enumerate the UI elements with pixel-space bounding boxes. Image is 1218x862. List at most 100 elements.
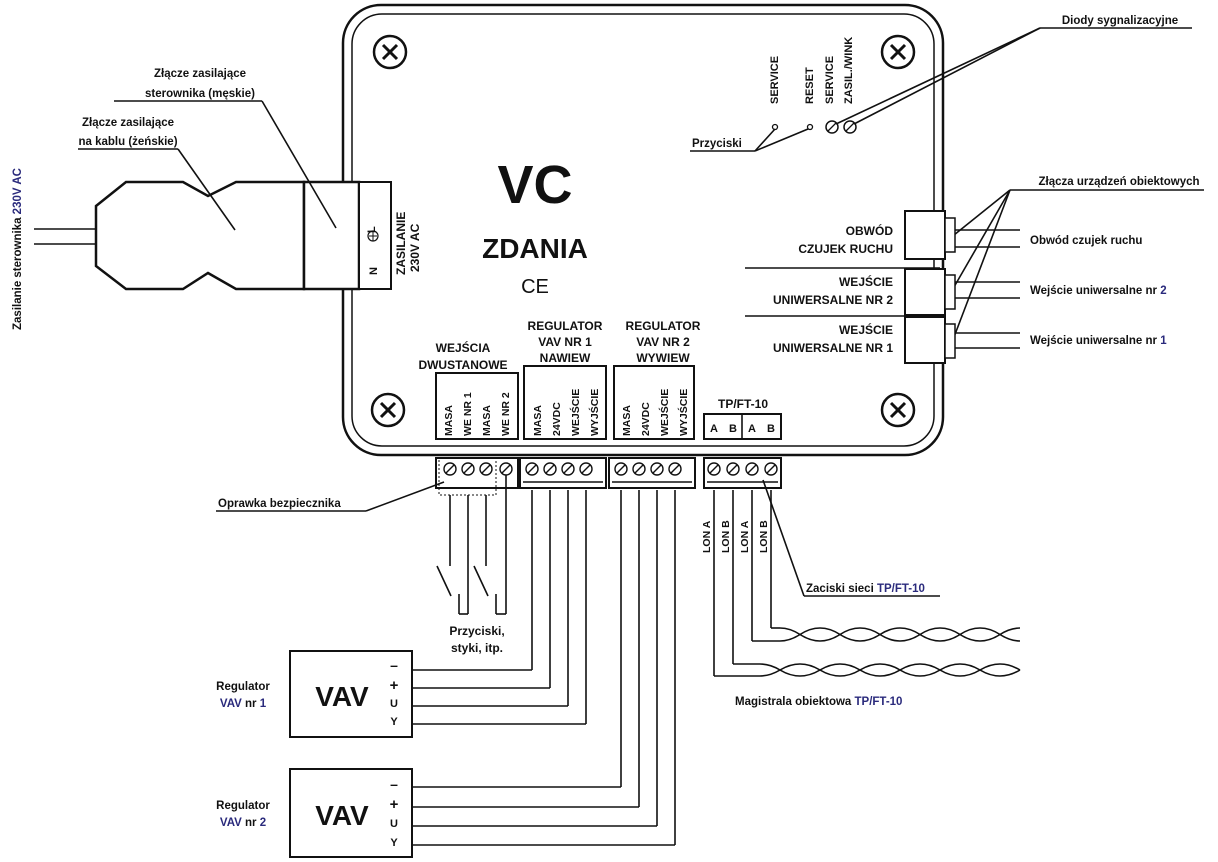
device-name: VC [497,155,572,215]
power-wink-led-label: ZASIL./WINK [843,37,855,104]
pin-l: L [366,226,378,233]
screw-terminal-icon [443,462,457,476]
screw-terminal-icon [461,462,475,476]
screw-terminal-icon [632,462,646,476]
vav2-pin-y: Y [390,837,398,849]
buttons-callout: Przyciski [692,138,742,150]
vav2-pin-plus: + [390,796,399,813]
vav2-title-3: WYWIEW [636,351,690,365]
female-connector-leader [177,148,236,231]
vav2-pin-box [613,365,695,440]
service-button[interactable] [771,123,779,131]
pin-label: MASA [443,405,455,436]
tp-title: TP/FT-10 [718,397,768,411]
tp-pin-label: B [729,423,737,435]
vav1-title-2: VAV NR 1 [538,335,592,349]
power-led-icon [843,120,857,134]
mount-screw-icon [372,34,408,70]
reset-button[interactable] [806,123,814,131]
screw-terminal-icon [707,462,721,476]
fuse-holder-callout: Oprawka bezpiecznika [218,498,341,510]
twisted-pair-lower [759,663,1021,677]
service-led-label: SERVICE [824,56,836,104]
vav2-pin-u: U [390,818,398,830]
lon-label: LON A [701,520,713,553]
pin-label: MASA [481,405,493,436]
binary-input-wiring [436,475,507,615]
motion-sensor-connector [904,210,1020,260]
motion-circuit-label-2: CZUJEK RUCHU [798,242,893,256]
binary-inputs-title-2: DWUSTANOWE [418,358,507,372]
vav1-box-label: VAV [315,681,369,712]
universal-input-1-label-2: UNIWERSALNE NR 1 [773,341,893,355]
universal-input-1-connector [904,316,1020,364]
vav2-wiring [412,490,676,846]
screw-terminal-icon [726,462,740,476]
vav1-title-1: REGULATOR [528,319,603,333]
switches-label-1: Przyciski, [449,624,504,638]
pin-label: 24VDC [640,402,652,436]
male-connector-label-2: sterownika (męskie) [145,88,255,100]
lon-label: LON B [720,520,732,553]
supply-terminal-label: ZASILANIE [394,212,408,275]
vav1-regulator-name: VAV nr 1 [220,698,267,710]
mount-screw-icon [370,392,406,428]
switches-label-2: styki, itp. [451,641,503,655]
pin-label: MASA [532,405,544,436]
screw-terminal-icon [764,462,778,476]
tp-terminals-label: Zaciski sieci TP/FT-10 [806,583,925,595]
vav1-pin-u: U [390,698,398,710]
tp-pin-label: A [748,423,756,435]
pin-label: WYJŚCIE [677,389,690,436]
screw-terminal-icon [525,462,539,476]
power-cable [34,228,96,245]
male-connector-leader [261,100,337,229]
tp-pin-label: B [767,423,775,435]
pin-n: N [368,267,380,275]
screw-terminal-icon [668,462,682,476]
vav-regulator-1 [289,650,413,738]
binary-inputs-title-1: WEJŚCIA [436,340,491,355]
screw-terminal-icon [499,462,513,476]
vav2-regulator-label: Regulator [216,800,270,812]
object-connectors-callout: Złącza urządzeń obiektowych [1038,176,1199,188]
female-connector-label-2: na kablu (żeńskie) [78,136,177,148]
pin-label: 24VDC [551,402,563,436]
vav2-pin-minus: – [390,776,398,792]
supply-terminal-voltage: 230V AC [408,223,422,272]
universal-input-1-label-1: WEJŚCIE [839,322,893,337]
tp-pin-label: A [710,423,718,435]
vav2-box-label: VAV [315,800,369,831]
male-socket [302,180,361,291]
service-led-icon [825,120,839,134]
universal-input-2-outer-label: Wejście uniwersalne nr 2 [1030,285,1167,297]
pin-label: WEJŚCIE [569,389,582,436]
tp-bus-wiring [713,490,780,677]
ground-icon [367,230,379,242]
pin-label: WE NR 2 [500,392,512,436]
vav1-pin-minus: – [390,657,398,673]
pin-label: WEJŚCIE [658,389,671,436]
field-bus-label: Magistrala obiektowa TP/FT-10 [735,696,902,708]
leds-callout: Diody sygnalizacyjne [1062,15,1178,27]
male-connector-label-1: Złącze zasilające [154,68,246,80]
ce-mark: CE [521,276,549,298]
vav1-pin-plus: + [390,677,399,694]
pin-label: WYJŚCIE [588,389,601,436]
lon-label: LON B [758,520,770,553]
universal-input-2-connector [904,268,1020,316]
binary-inputs-pin-box [435,372,519,440]
vav1-regulator-label: Regulator [216,681,270,693]
vav1-title-3: NAWIEW [540,351,591,365]
vav-regulator-2 [289,768,413,858]
lon-label: LON A [739,520,751,553]
twisted-pair-upper [779,627,1021,642]
vav1-pin-y: Y [390,716,398,728]
universal-input-1-outer-label: Wejście uniwersalne nr 1 [1030,335,1167,347]
screw-terminal-icon [579,462,593,476]
device-subtitle: ZDANIA [482,233,588,264]
screw-terminal-icon [561,462,575,476]
vav2-title-2: VAV NR 2 [636,335,690,349]
motion-circuit-label-1: OBWÓD [846,223,894,238]
